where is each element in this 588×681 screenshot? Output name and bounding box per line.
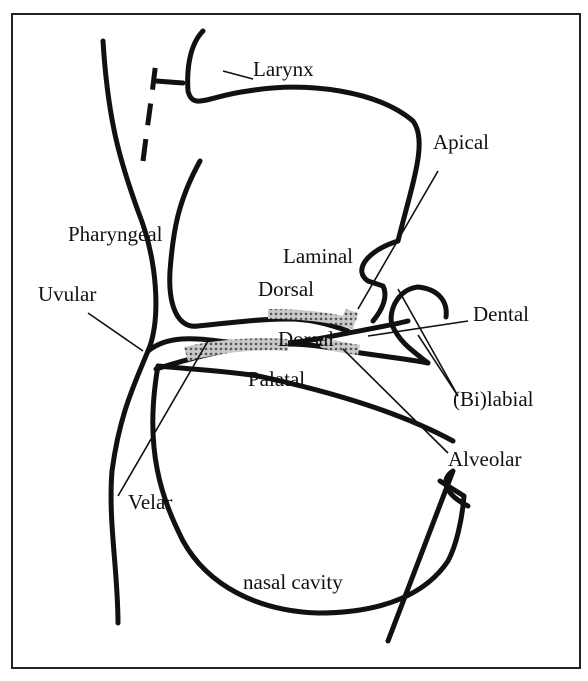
label-palatal: Palatal [248, 367, 305, 391]
epiglottis-short [156, 81, 183, 83]
label-nasal-cavity: nasal cavity [243, 570, 343, 594]
label-dental: Dental [473, 302, 529, 326]
epiglottis-dashed [143, 61, 156, 161]
label-dorsal-2: Dorsal [258, 277, 314, 301]
label-uvular: Uvular [38, 282, 96, 306]
uvular-leader [88, 313, 143, 351]
nose-line [388, 471, 468, 641]
label-larynx: Larynx [253, 57, 314, 81]
label-apical: Apical [433, 130, 489, 154]
label-laminal: Laminal [283, 244, 353, 268]
label-velar: Velar [128, 490, 172, 514]
label-bilabial: (Bi)labial [453, 387, 534, 411]
pharynx-back-wall [103, 41, 156, 623]
label-pharyngeal: Pharyngeal [68, 222, 163, 246]
larynx-leader [223, 71, 253, 79]
label-dorsal-1: Dorsal [278, 327, 334, 351]
label-alveolar: Alveolar [448, 447, 521, 471]
dorsal-region [268, 309, 356, 329]
